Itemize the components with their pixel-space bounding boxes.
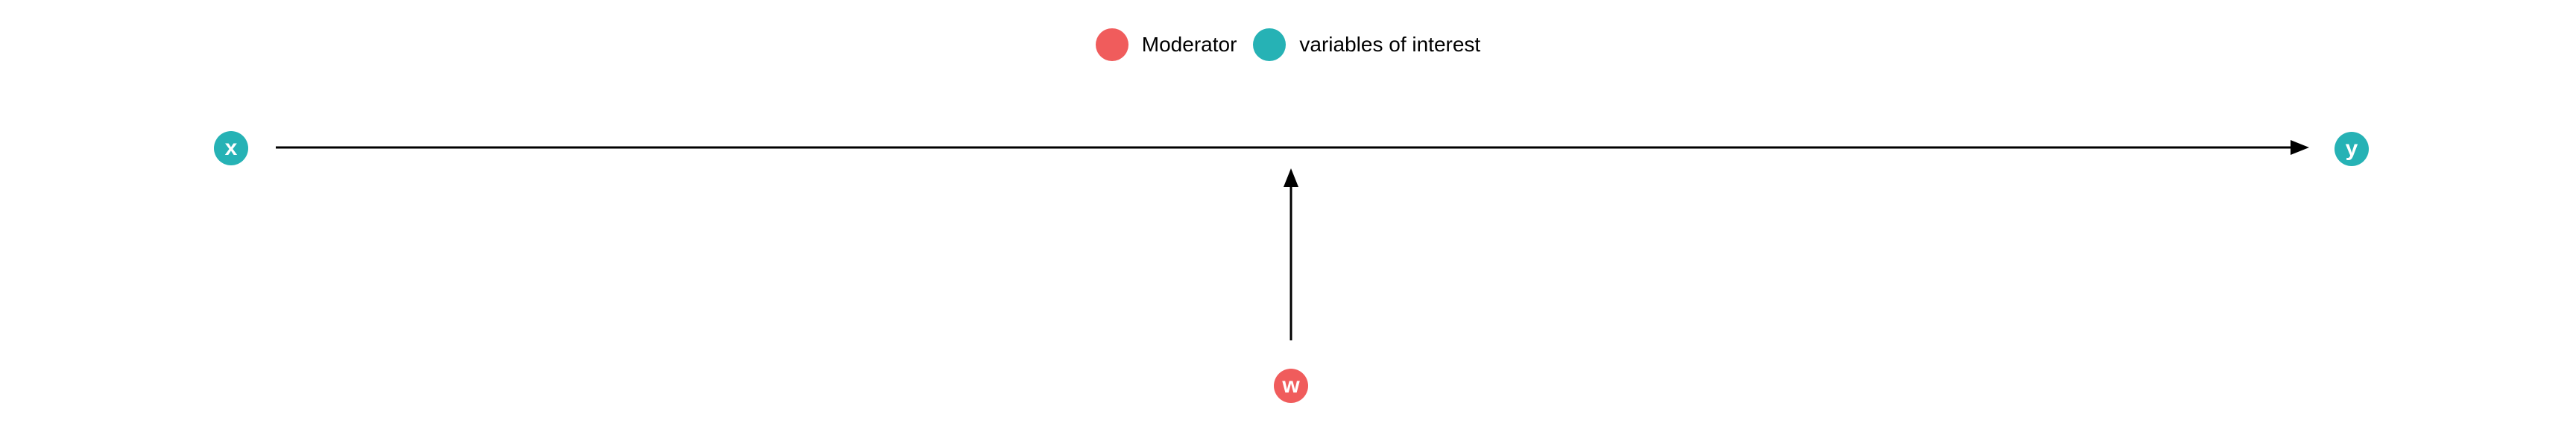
moderator-swatch-icon — [1095, 28, 1128, 61]
arrowhead-up-icon — [1284, 168, 1298, 187]
legend-item-variables-of-interest: variables of interest — [1253, 28, 1480, 61]
legend-item-moderator: Moderator — [1095, 28, 1237, 61]
legend-label-variables-of-interest: variables of interest — [1299, 33, 1481, 56]
node-y: y — [2334, 132, 2369, 166]
arrowhead-right-icon — [2291, 140, 2309, 155]
node-x: x — [214, 131, 248, 165]
legend-label-moderator: Moderator — [1141, 33, 1237, 56]
edge-w-to-xy-arrow — [1284, 168, 1298, 340]
legend: Moderator variables of interest — [0, 28, 2576, 61]
variables-of-interest-swatch-icon — [1253, 28, 1287, 61]
node-w: w — [1274, 369, 1308, 403]
edge-x-to-y-arrow — [276, 140, 2309, 155]
